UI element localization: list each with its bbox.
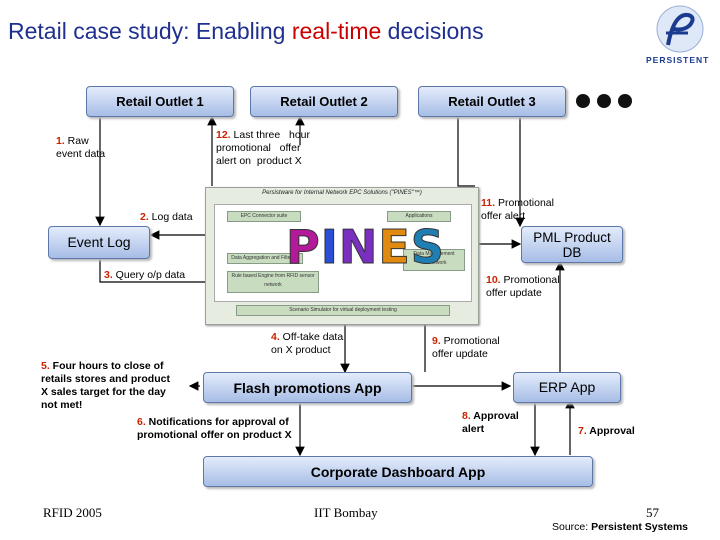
footer-left: RFID 2005 xyxy=(43,505,102,520)
pines-panel: Persistware for Internal Network EPC Sol… xyxy=(205,187,479,325)
pines-module: EPC Connector suite xyxy=(227,211,301,222)
step-9-label: 9. Promotional offer update xyxy=(432,335,500,360)
step-10-label: 10. Promotional offer update xyxy=(486,274,560,299)
corporate-dashboard-app-box: Corporate Dashboard App xyxy=(203,456,593,487)
page-title: Retail case study: Enabling real-time de… xyxy=(8,18,484,44)
flash-promotions-app-box: Flash promotions App xyxy=(203,372,412,403)
footer-center: IIT Bombay xyxy=(314,505,378,520)
pines-module: Data Management Framework xyxy=(403,249,465,271)
pines-header: Persistware for Internal Network EPC Sol… xyxy=(262,190,422,196)
step-4-label: 4. Off-take data on X product xyxy=(271,331,344,356)
step-3-label: 3. Query o/p data xyxy=(104,269,186,281)
step-6-label: 6. Notifications for approval of promoti… xyxy=(137,416,292,441)
step-2-label: 2. Log data xyxy=(140,211,193,223)
source-credit: Source: Persistent Systems xyxy=(552,521,688,533)
step-11-label: 11. Promotional offer alert xyxy=(481,197,554,222)
retail-outlet-1-box: Retail Outlet 1 xyxy=(86,86,234,117)
title-highlight: real-time xyxy=(291,18,382,44)
pml-product-db-box: PML Product DB xyxy=(521,226,623,263)
retail-outlet-3-box: Retail Outlet 3 xyxy=(418,86,566,117)
pines-letter: E xyxy=(378,220,411,274)
erp-app-box: ERP App xyxy=(513,372,621,403)
step-7-label: 7. Approval xyxy=(578,425,635,437)
pines-inner: EPC Connector suite Applications Data Ag… xyxy=(214,204,472,302)
retail-outlet-2-box: Retail Outlet 2 xyxy=(250,86,398,117)
pines-letter: S xyxy=(410,220,445,274)
step-8-label: 8. Approval alert xyxy=(462,410,519,435)
ellipsis-dot xyxy=(576,94,590,108)
event-log-box: Event Log xyxy=(48,226,150,259)
pines-footer-module: Scenario Simulator for virtual deploymen… xyxy=(236,305,450,316)
pines-module: Applications xyxy=(387,211,451,222)
page-number: 57 xyxy=(646,505,659,520)
step-5-label: 5. Four hours to close of retails stores… xyxy=(41,360,170,411)
step-12-label: 12. Last three hour promotional offer al… xyxy=(216,129,310,167)
pines-letter: P xyxy=(286,220,321,274)
step-1-label: 1. Raw event data xyxy=(56,135,106,160)
logo-text: PERSISTENT xyxy=(646,55,710,65)
ellipsis-dot xyxy=(618,94,632,108)
ellipsis-dot xyxy=(597,94,611,108)
pines-letter: N xyxy=(338,220,379,274)
pines-logo-word: PINES xyxy=(286,224,445,271)
pines-letter: I xyxy=(320,220,339,274)
pines-module: Rule based Engine from RFID sensor netwo… xyxy=(227,271,319,293)
pines-module: Data Aggregation and Filtering xyxy=(227,253,303,264)
persistent-logo-icon xyxy=(656,5,704,53)
